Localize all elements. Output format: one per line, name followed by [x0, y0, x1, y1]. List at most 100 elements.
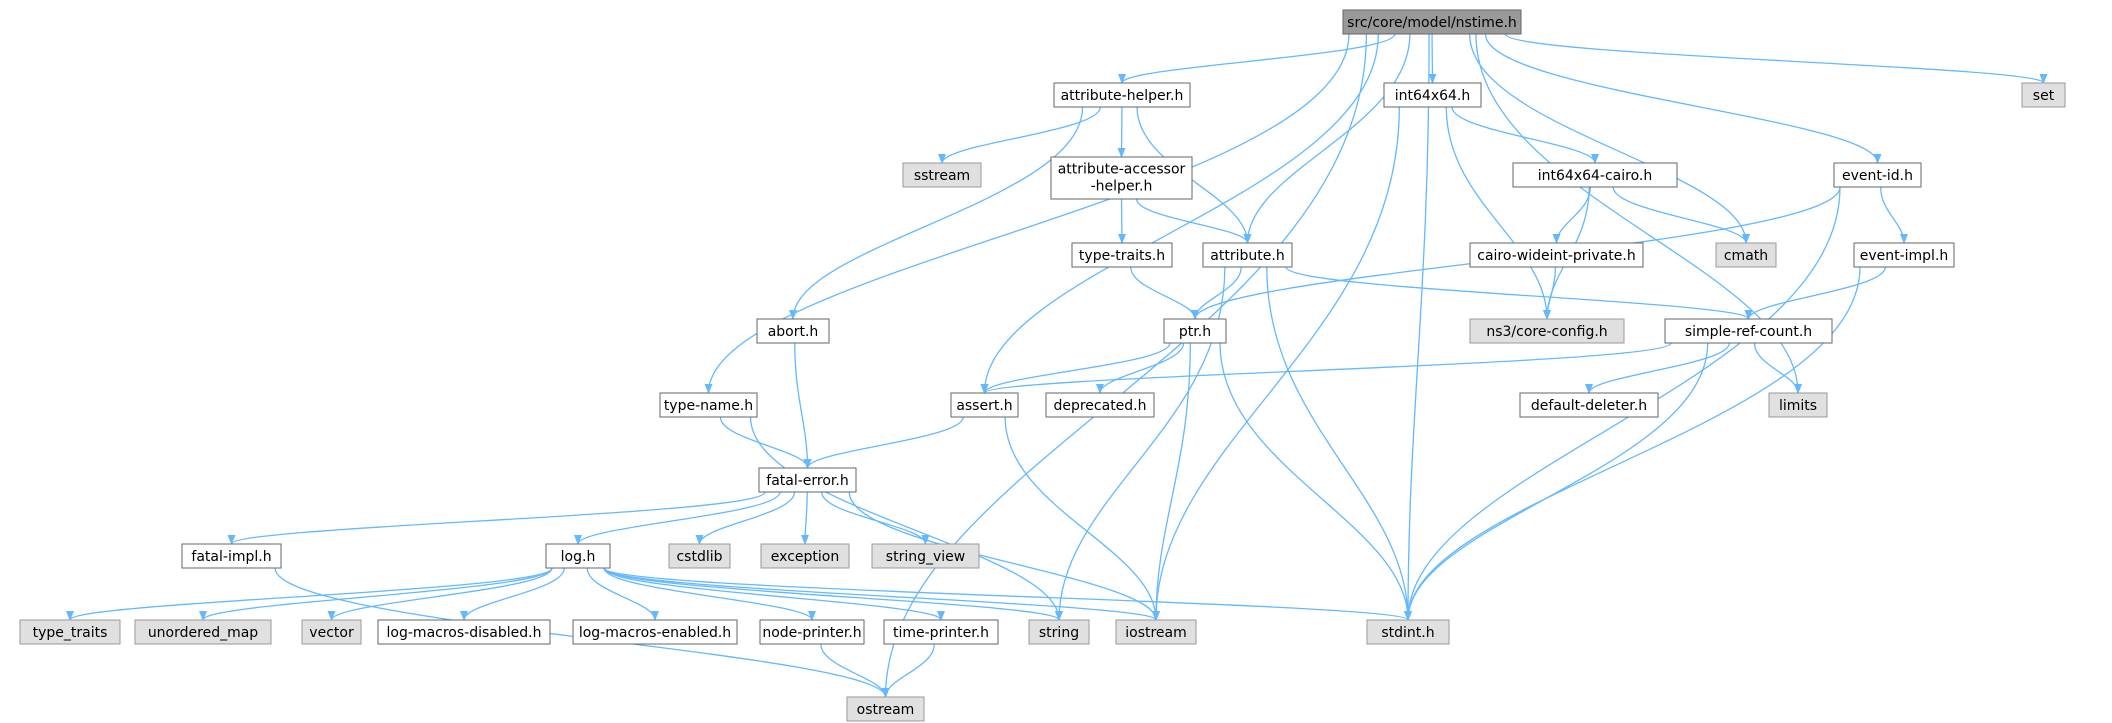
node-vector: vector — [301, 619, 362, 645]
node-attribute[interactable]: attribute.h — [1202, 242, 1293, 268]
node-label: int64x64.h — [1395, 88, 1471, 104]
node-fatalerror[interactable]: fatal-error.h — [758, 467, 857, 493]
node-label: event-id.h — [1842, 168, 1913, 184]
node-box — [1715, 242, 1777, 268]
node-box — [1853, 242, 1955, 268]
node-label: cairo-wideint-private.h — [1477, 248, 1635, 264]
edge-fatalerror-to-log — [574, 491, 781, 545]
node-wideint[interactable]: cairo-wideint-private.h — [1469, 242, 1644, 268]
node-box — [1028, 619, 1090, 645]
node-box — [1366, 619, 1450, 645]
node-abort[interactable]: abort.h — [756, 318, 830, 344]
edge-attrhelper-to-sstream — [938, 106, 1102, 164]
node-typename[interactable]: type-name.h — [659, 392, 758, 418]
node-box — [377, 619, 551, 645]
node-simpleref[interactable]: simple-ref-count.h — [1664, 318, 1833, 344]
node-box — [181, 543, 282, 569]
node-eventid[interactable]: event-id.h — [1833, 162, 1922, 188]
node-set: set — [2021, 82, 2066, 108]
edge-log-to-stdtypetraits — [66, 567, 553, 621]
edge-log-to-logdisabled — [460, 567, 565, 621]
edge-assert-to-fatalerror — [803, 416, 964, 469]
edge-timeprinter-to-ostream — [881, 643, 935, 698]
node-box — [1050, 156, 1193, 200]
node-typetraits[interactable]: type-traits.h — [1071, 242, 1173, 268]
node-label: type-traits.h — [1079, 248, 1165, 264]
node-limits: limits — [1768, 392, 1828, 418]
node-box — [659, 392, 758, 418]
edge-assert-to-iostream — [1004, 416, 1160, 621]
edge-nstime-to-set — [1504, 33, 2048, 84]
node-box — [758, 467, 857, 493]
node-box — [1342, 9, 1522, 35]
node-label: exception — [771, 549, 839, 565]
node-box — [756, 318, 830, 344]
edge-log-to-string — [603, 567, 1063, 621]
node-label: assert.h — [956, 398, 1012, 414]
edge-simpleref-to-defdeleter — [1585, 342, 1731, 394]
node-nodeprinter[interactable]: node-printer.h — [759, 619, 865, 645]
node-label: log-macros-disabled.h — [387, 625, 542, 641]
node-label: vector — [309, 625, 354, 641]
node-ostream: ostream — [846, 696, 925, 722]
node-coreconfig: ns3/core-config.h — [1469, 318, 1625, 344]
edge-nstime-to-eventid — [1484, 33, 1882, 164]
node-label: event-impl.h — [1860, 248, 1949, 264]
node-cairo[interactable]: int64x64-cairo.h — [1512, 162, 1678, 188]
edge-ptr-to-stdint — [1219, 342, 1412, 621]
edge-int64x64-to-coreconfig — [1445, 106, 1551, 320]
edge-wideint-to-coreconfig — [1543, 266, 1557, 320]
node-label: unordered_map — [148, 625, 258, 641]
node-int64x64[interactable]: int64x64.h — [1383, 82, 1482, 108]
node-box — [301, 619, 362, 645]
node-iostream: iostream — [1115, 619, 1197, 645]
node-box — [1664, 318, 1833, 344]
node-box — [1071, 242, 1173, 268]
node-label: log.h — [561, 549, 596, 565]
node-ptr[interactable]: ptr.h — [1163, 318, 1227, 344]
node-nstime[interactable]: src/core/model/nstime.h — [1342, 9, 1522, 35]
node-accessor[interactable]: attribute-accessor-helper.h — [1050, 156, 1193, 200]
node-label: int64x64-cairo.h — [1538, 168, 1652, 184]
edge-nstime-to-attribute — [1243, 33, 1411, 244]
node-label: string_view — [886, 549, 965, 565]
node-box — [1383, 82, 1482, 108]
node-label: time-printer.h — [893, 625, 989, 641]
node-label: abort.h — [768, 324, 819, 340]
node-label: fatal-impl.h — [191, 549, 271, 565]
edge-attribute-to-stdint — [1266, 266, 1412, 621]
node-unorderedmap: unordered_map — [134, 619, 272, 645]
node-box — [950, 392, 1019, 418]
node-box — [760, 543, 850, 569]
node-fatalimpl[interactable]: fatal-impl.h — [181, 543, 282, 569]
node-label: default-deleter.h — [1531, 398, 1647, 414]
node-timeprinter[interactable]: time-printer.h — [883, 619, 999, 645]
edge-nstime-to-ostream — [881, 33, 1368, 698]
edge-log-to-stdint — [603, 567, 1412, 621]
node-box — [1768, 392, 1828, 418]
edge-log-to-timeprinter — [603, 567, 945, 621]
edge-attrhelper-to-abort — [789, 106, 1084, 320]
node-eventimpl[interactable]: event-impl.h — [1853, 242, 1955, 268]
node-log[interactable]: log.h — [545, 543, 611, 569]
node-attrhelper[interactable]: attribute-helper.h — [1053, 82, 1191, 108]
edge-eventimpl-to-stdint — [1404, 266, 1861, 621]
node-label: stdint.h — [1381, 625, 1434, 641]
node-stringview: string_view — [871, 543, 980, 569]
node-label: ptr.h — [1179, 324, 1211, 340]
node-label: type-name.h — [664, 398, 753, 414]
node-defdeleter[interactable]: default-deleter.h — [1519, 392, 1659, 418]
node-label: limits — [1779, 398, 1817, 414]
nodes: src/core/model/nstime.h attribute-helper.… — [19, 9, 2066, 722]
node-box — [1519, 392, 1659, 418]
node-logdisabled[interactable]: log-macros-disabled.h — [377, 619, 551, 645]
edge-fatalerror-to-cstdlib — [695, 491, 796, 545]
node-deprecated[interactable]: deprecated.h — [1045, 392, 1155, 418]
edges — [66, 33, 2048, 698]
node-logenabled[interactable]: log-macros-enabled.h — [572, 619, 738, 645]
edge-typename-to-string — [749, 416, 1063, 621]
node-box — [1115, 619, 1197, 645]
node-assert[interactable]: assert.h — [950, 392, 1019, 418]
edge-int64x64-to-iostream — [1152, 106, 1400, 621]
node-box — [883, 619, 999, 645]
